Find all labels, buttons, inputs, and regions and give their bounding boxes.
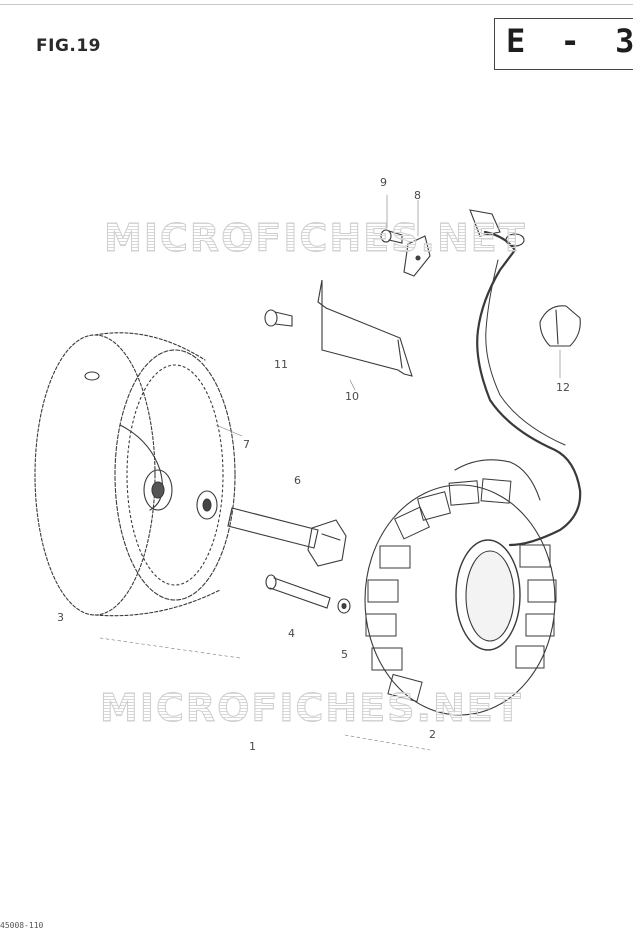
callout-12: 12 bbox=[556, 381, 570, 394]
callout-7: 7 bbox=[243, 438, 250, 451]
clip-screw bbox=[380, 229, 403, 244]
clamp-screw bbox=[264, 309, 293, 327]
callout-2: 2 bbox=[429, 728, 436, 741]
callout-4: 4 bbox=[288, 627, 295, 640]
watermark-bottom: MICROFICHES.NET bbox=[100, 686, 523, 731]
footer-code: 45008-110 bbox=[0, 921, 44, 930]
leader-lines bbox=[99, 194, 561, 751]
lead-wire-clamp bbox=[317, 279, 413, 377]
callout-3: 3 bbox=[57, 611, 64, 624]
callout-8: 8 bbox=[414, 189, 421, 202]
flywheel-bolt bbox=[227, 507, 347, 567]
watermark-top: MICROFICHES.NET bbox=[104, 216, 527, 261]
callout-9: 9 bbox=[380, 176, 387, 189]
sheet-code-box bbox=[494, 18, 633, 70]
callout-5: 5 bbox=[341, 648, 348, 661]
callout-6: 6 bbox=[294, 474, 301, 487]
top-rule bbox=[0, 4, 633, 5]
figure-label: FIG.19 bbox=[36, 36, 102, 56]
flywheel-rotor bbox=[34, 332, 236, 617]
sheet-code: E - 3 bbox=[506, 22, 633, 60]
stator-screw bbox=[265, 574, 331, 609]
stator-assembly bbox=[364, 209, 582, 716]
callout-10: 10 bbox=[345, 390, 359, 403]
grommet bbox=[539, 305, 581, 347]
callout-1: 1 bbox=[249, 740, 256, 753]
wire-clip bbox=[403, 235, 431, 277]
washer bbox=[337, 598, 351, 614]
callout-11: 11 bbox=[274, 358, 288, 371]
